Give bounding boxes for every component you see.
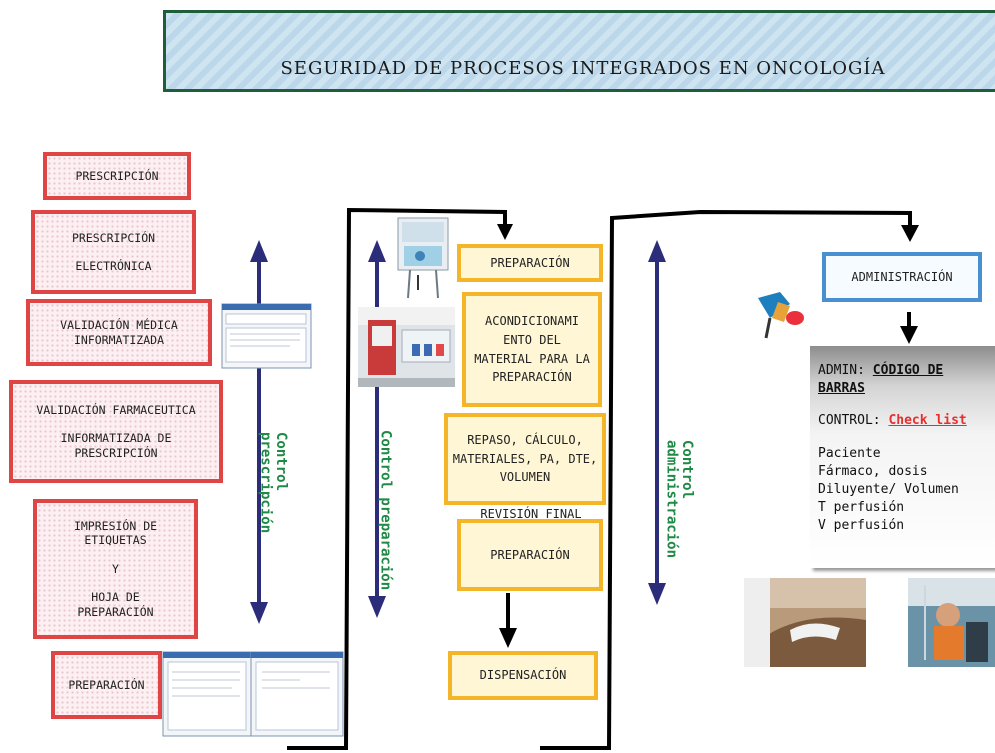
preparation-step-box: PREPARACIÓN bbox=[457, 244, 603, 282]
pharmaceutical-validation-box: VALIDACIÓN FARMACEUTICA INFORMATIZADA DE… bbox=[9, 380, 223, 483]
preparation-final-box: PREPARACIÓN bbox=[457, 519, 603, 591]
medical-validation-box: VALIDACIÓN MÉDICA INFORMATIZADA bbox=[26, 299, 212, 366]
material-conditioning-text: ACONDICIONAMI ENTO DEL MATERIAL PARA LA … bbox=[474, 314, 590, 385]
barcode-text: CÓDIGO DE BARRAS bbox=[818, 363, 944, 397]
dispensation-text: DISPENSACIÓN bbox=[479, 668, 567, 683]
preparation-step-text: PREPARACIÓN bbox=[490, 255, 570, 270]
preparation-red-box-line: PREPARACIÓN bbox=[68, 677, 145, 692]
flow-line-administration bbox=[540, 209, 912, 750]
preparation-control-label: Control preparación bbox=[377, 430, 394, 640]
medical-validation-line-1: VALIDACIÓN MÉDICA bbox=[60, 318, 178, 333]
check-list-text: Check list bbox=[888, 413, 967, 429]
electronic-prescription-box: PRESCRIPCIÓN ELECTRÓNICA bbox=[31, 210, 196, 294]
electronic-prescription-line-1: PRESCRIPCIÓN bbox=[71, 230, 156, 245]
review-calculation-text: REPASO, CÁLCULO, MATERIALES, PA, DTE, VO… bbox=[452, 433, 598, 485]
prescription-box: PRESCRIPCIÓN bbox=[43, 152, 191, 200]
review-calculation-box: REPASO, CÁLCULO, MATERIALES, PA, DTE, VO… bbox=[444, 413, 606, 505]
label-printing-line-1: IMPRESIÓN DE bbox=[73, 519, 158, 534]
material-conditioning-box: ACONDICIONAMI ENTO DEL MATERIAL PARA LA … bbox=[462, 292, 602, 407]
final-review-label: REVISIÓN FINAL bbox=[480, 507, 582, 521]
label-printing-line-4: HOJA DE bbox=[91, 590, 140, 605]
admin-barcode-line: ADMIN: CÓDIGO DE BARRAS bbox=[818, 362, 989, 398]
administration-control-label-line-2: administración bbox=[663, 440, 680, 559]
administration-control-label-line-1: Control bbox=[678, 440, 695, 500]
control-item: Fármaco, dosis bbox=[818, 463, 928, 479]
validation-software-screenshot bbox=[221, 303, 312, 369]
preparation-sheet-screenshots bbox=[162, 651, 344, 737]
prescription-box-line: PRESCRIPCIÓN bbox=[75, 168, 159, 183]
barcode-scanner-image bbox=[758, 292, 804, 339]
laminar-flow-hood-image bbox=[397, 217, 449, 299]
control-item: Paciente bbox=[818, 445, 881, 461]
page-title: SEGURIDAD DE PROCESOS INTEGRADOS EN ONCO… bbox=[280, 58, 886, 79]
preparation-red-box: PREPARACIÓN bbox=[51, 651, 162, 719]
pharmaceutical-validation-line-1: VALIDACIÓN FARMACEUTICA bbox=[36, 402, 196, 417]
preparation-final-text: PREPARACIÓN bbox=[490, 547, 570, 562]
administration-text: ADMINISTRACIÓN bbox=[851, 270, 953, 284]
control-prefix: CONTROL: bbox=[818, 413, 889, 429]
preparation-room-image bbox=[358, 307, 455, 387]
patient-infusion-photo bbox=[908, 578, 995, 667]
arrow-head-preparation bbox=[497, 224, 513, 240]
arrow-head-administration bbox=[901, 225, 919, 242]
electronic-prescription-line-2: ELECTRÓNICA bbox=[75, 259, 152, 273]
administration-control-arrow bbox=[648, 240, 666, 605]
control-item: Diluyente/ Volumen bbox=[818, 481, 959, 497]
administration-control-label: Control administración bbox=[663, 440, 694, 590]
pharmaceutical-validation-line-2: INFORMATIZADA DE bbox=[60, 431, 172, 446]
preparation-control-label-text: Control preparación bbox=[377, 430, 394, 591]
title-banner: SEGURIDAD DE PROCESOS INTEGRADOS EN ONCO… bbox=[163, 10, 995, 92]
administration-control-panel: ADMIN: CÓDIGO DE BARRAS CONTROL: Check l… bbox=[810, 346, 995, 568]
control-items-list: Paciente Fármaco, dosis Diluyente/ Volum… bbox=[818, 445, 989, 536]
label-printing-line-5: PREPARACIÓN bbox=[77, 604, 154, 619]
medical-validation-line-2: INFORMATIZADA bbox=[73, 332, 164, 347]
flow-line-preparation bbox=[287, 207, 507, 750]
patient-wristband-photo bbox=[744, 578, 866, 667]
label-printing-box: IMPRESIÓN DE ETIQUETAS Y HOJA DE PREPARA… bbox=[33, 499, 198, 639]
prescription-control-label: Control prescripción bbox=[257, 432, 288, 612]
prescription-control-label-line-1: Control bbox=[272, 432, 289, 492]
prescription-control-label-line-2: prescripción bbox=[257, 432, 274, 534]
control-item: V perfusión bbox=[818, 518, 905, 534]
label-printing-line-3: Y bbox=[112, 561, 119, 576]
arrow-to-admin-panel bbox=[900, 312, 918, 344]
administration-box: ADMINISTRACIÓN bbox=[822, 252, 982, 302]
pharmaceutical-validation-line-3: PRESCRIPCIÓN bbox=[74, 445, 158, 460]
control-item: T perfusión bbox=[818, 500, 905, 516]
admin-prefix: ADMIN: bbox=[818, 363, 873, 378]
control-checklist-line: CONTROL: Check list bbox=[818, 412, 989, 430]
arrow-to-dispensation bbox=[499, 593, 517, 648]
label-printing-line-2: ETIQUETAS bbox=[84, 533, 147, 548]
dispensation-box: DISPENSACIÓN bbox=[448, 651, 598, 700]
